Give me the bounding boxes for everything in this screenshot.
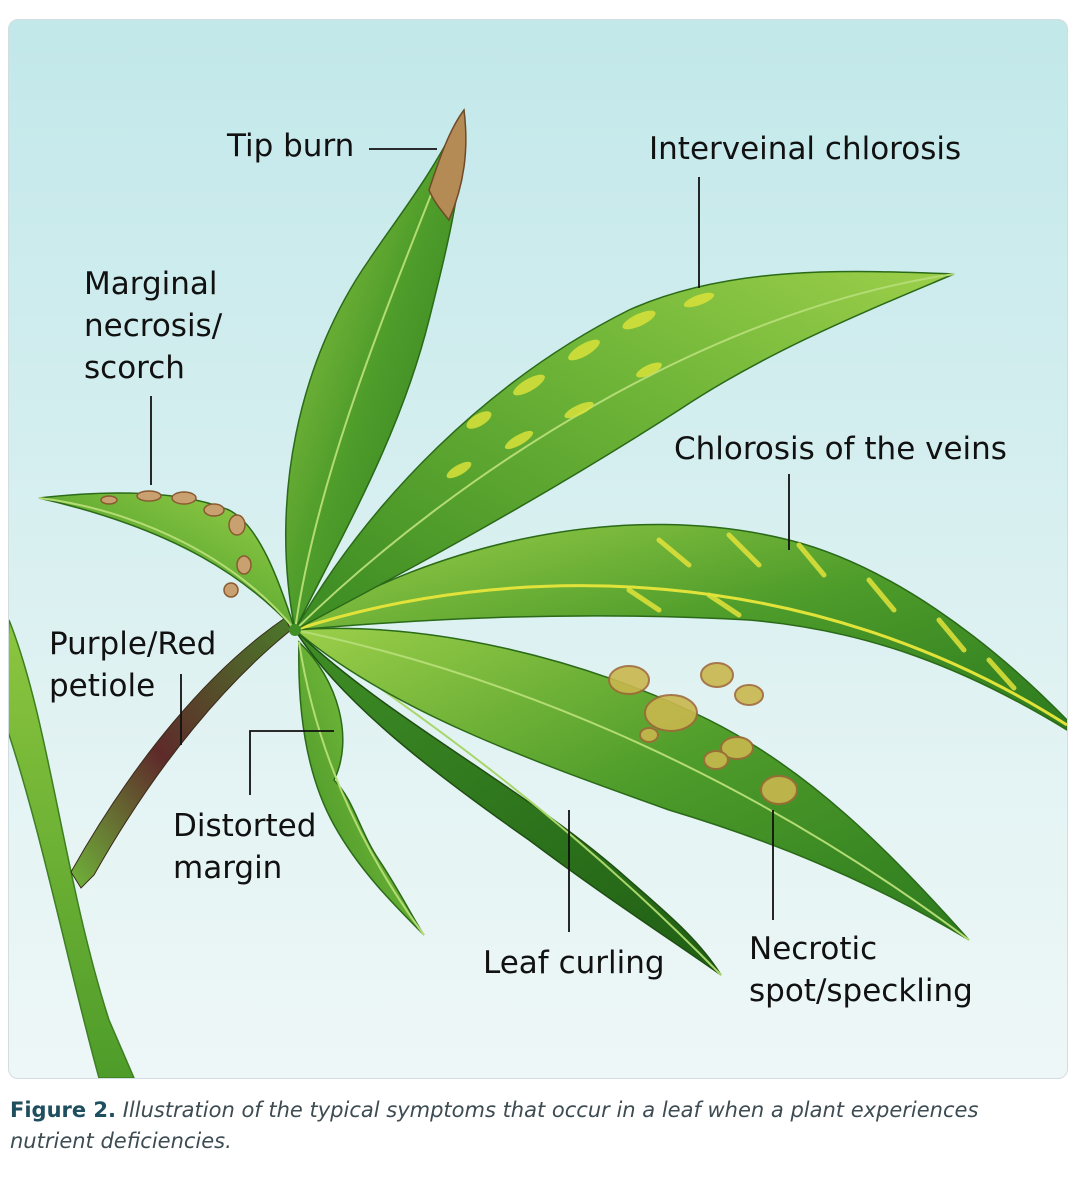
label-tip-burn: Tip burn	[227, 128, 355, 164]
necrotic-spots	[608, 662, 798, 805]
leaflet-lower-necrotic	[293, 627, 970, 941]
leaf-center	[289, 624, 301, 636]
stem	[9, 619, 135, 1078]
leaf-illustration	[9, 108, 1067, 1078]
label-marginal-necrosis: Marginal necrosis/ scorch	[84, 266, 223, 386]
leader-lines	[150, 148, 790, 932]
leaflet-interveinal	[293, 270, 955, 632]
figure-number: Figure 2.	[10, 1098, 117, 1122]
leaflet-distorted	[298, 640, 425, 936]
label-purple-petiole: Purple/Red petiole	[49, 626, 217, 704]
label-distorted-margin: Distorted margin	[173, 808, 317, 886]
interveinal-patches	[446, 292, 715, 479]
label-necrotic-spot: Necrotic spot/speckling	[749, 931, 973, 1009]
petiole	[70, 617, 292, 889]
tip-burn-area	[428, 108, 467, 222]
label-leaf-curling: Leaf curling	[483, 945, 665, 981]
leaflet-left	[38, 490, 296, 631]
label-chlorosis-veins: Chlorosis of the veins	[674, 431, 1007, 467]
leader-distorted	[249, 730, 334, 795]
leaflet-top	[285, 108, 467, 633]
figure-caption: Figure 2. Illustration of the typical sy…	[10, 1095, 1060, 1157]
vein-chlorosis-streaks	[626, 532, 1017, 691]
figure-panel: Tip burn Interveinal chlorosis Marginal …	[8, 19, 1068, 1079]
marginal-scorch-spots	[100, 490, 252, 598]
caption-text: Illustration of the typical symptoms tha…	[10, 1098, 979, 1153]
leaflet-veins	[294, 523, 1067, 731]
label-interveinal-chlorosis: Interveinal chlorosis	[649, 131, 962, 167]
